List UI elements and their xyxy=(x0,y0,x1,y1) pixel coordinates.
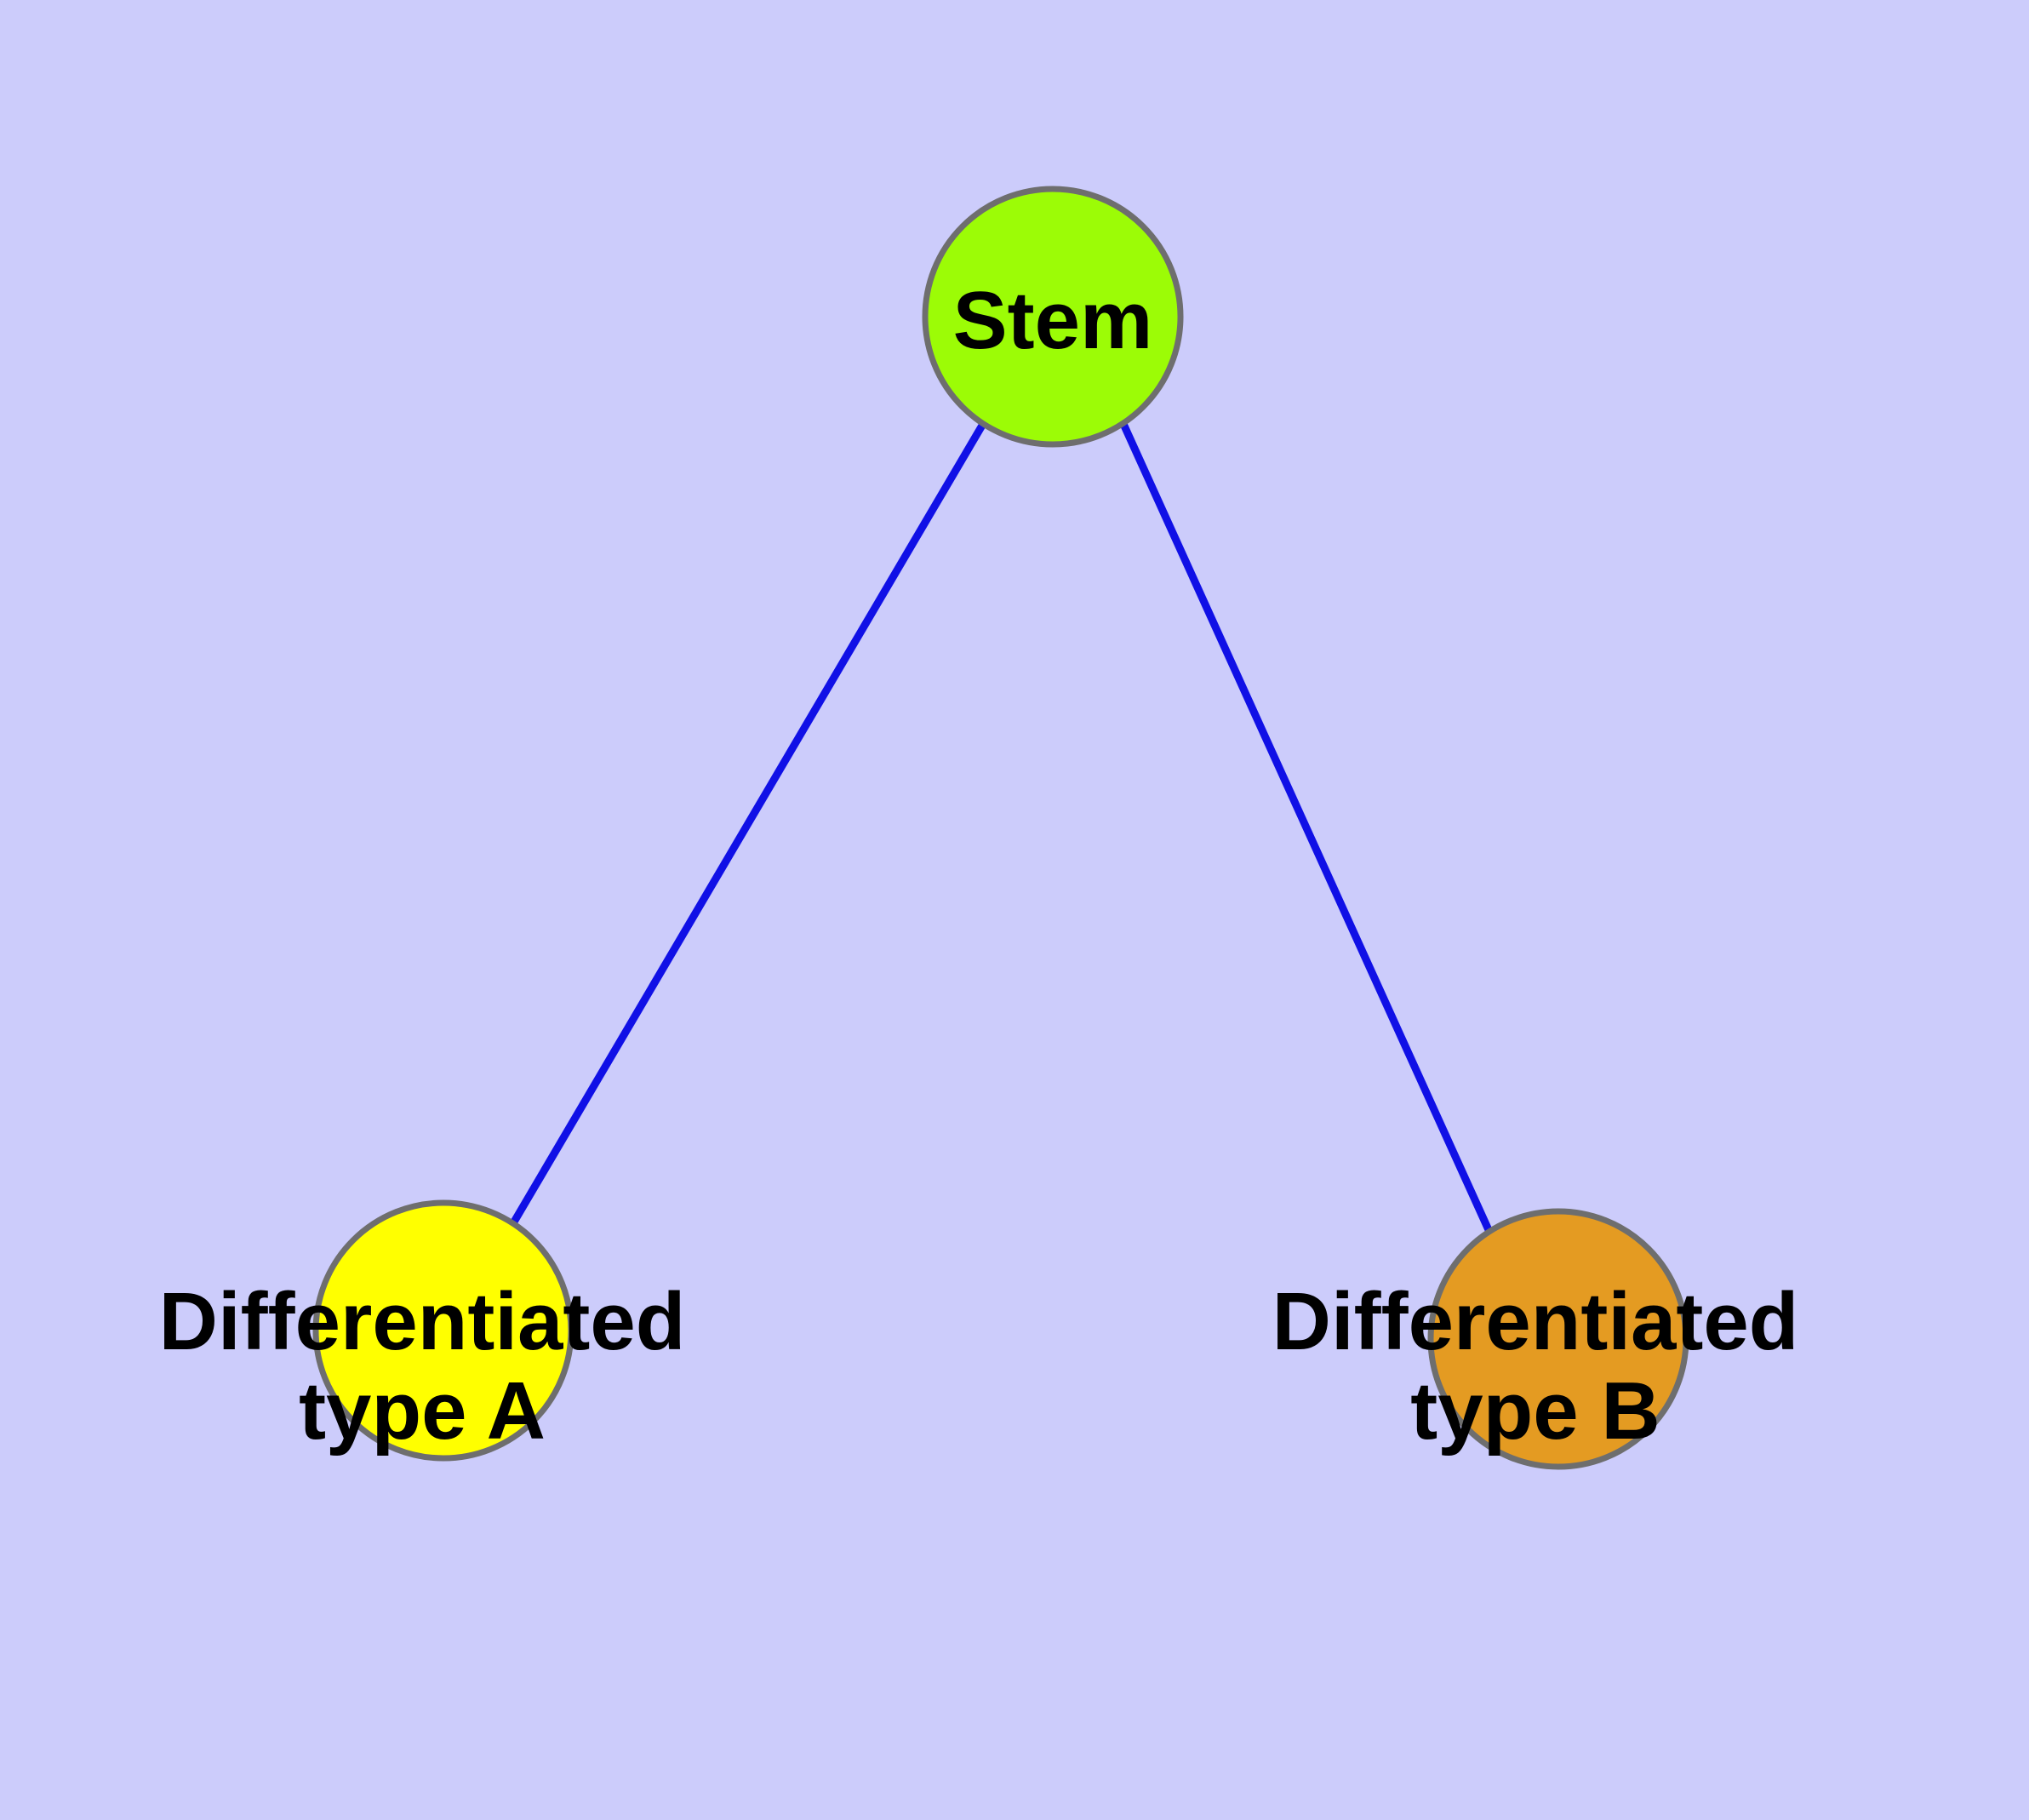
node-stem-label: Stem xyxy=(953,275,1153,366)
node-differentiated-type-b-label-line1: Differentiated xyxy=(1272,1276,1799,1367)
node-differentiated-type-b-label-line2: type B xyxy=(1410,1365,1660,1457)
edge-layer xyxy=(510,421,1494,1233)
edge-stem-to-differentiated-type-a[interactable] xyxy=(510,421,986,1226)
node-stem[interactable]: Stem xyxy=(922,186,1184,448)
node-differentiated-type-b-circle[interactable] xyxy=(1427,1208,1689,1470)
node-differentiated-type-a-label-line2: type A xyxy=(299,1365,546,1457)
node-differentiated-type-a-circle[interactable] xyxy=(312,1199,574,1462)
node-layer: Stem Differentiated type A Differentiate… xyxy=(159,186,1799,1470)
node-differentiated-type-b[interactable]: Differentiated type B xyxy=(1272,1208,1799,1470)
node-differentiated-type-a[interactable]: Differentiated type A xyxy=(159,1199,686,1462)
edge-stem-to-differentiated-type-b[interactable] xyxy=(1119,422,1494,1233)
node-differentiated-type-a-label-line1: Differentiated xyxy=(159,1276,686,1367)
node-stem-circle[interactable] xyxy=(922,186,1184,448)
